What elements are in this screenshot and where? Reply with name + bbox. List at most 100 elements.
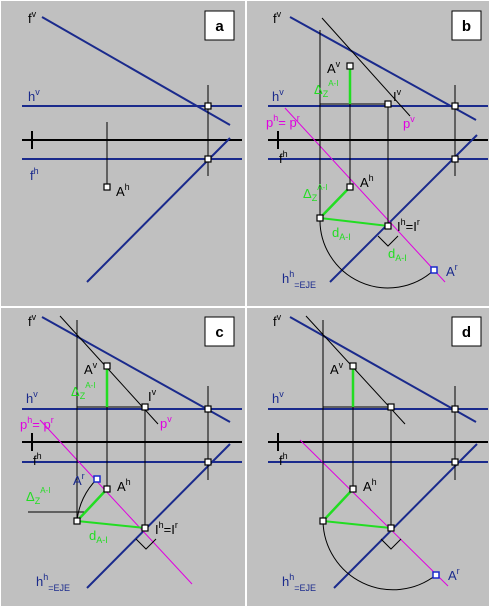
label-d-ai: dA-I — [332, 225, 351, 242]
point-marker — [103, 485, 111, 493]
point-marker — [387, 524, 395, 532]
point-marker-rotated — [430, 266, 438, 274]
label-hh-eje: hh=EJE — [282, 572, 316, 593]
panel-letter-box — [204, 316, 235, 347]
label-hv: hv — [28, 87, 40, 104]
point-marker — [451, 102, 459, 110]
label-d-ai: dA-I — [89, 528, 108, 545]
right-angle-mark — [377, 235, 399, 247]
true-length-segment — [322, 520, 392, 529]
label-ah: Ah — [117, 477, 131, 494]
panel-letter-box — [204, 10, 235, 41]
label-av: Av — [84, 360, 98, 377]
point-marker — [316, 214, 324, 222]
panel-letter-box — [451, 10, 482, 41]
label-hv: hv — [272, 87, 284, 104]
label-hh-eje: hh=EJE — [36, 572, 70, 593]
point-marker — [204, 458, 212, 466]
label-delta-z: ΔZA-I — [26, 486, 50, 506]
point-marker — [451, 155, 459, 163]
panel-d: d fv Av hv fh Ah hh=EJE Ar — [268, 312, 488, 593]
panel-a: a fv hv fh Ah — [22, 9, 242, 283]
delta-z-segment — [319, 186, 351, 219]
point-marker — [346, 183, 354, 191]
point-marker — [451, 405, 459, 413]
point-marker — [73, 517, 81, 525]
right-angle-mark — [380, 538, 402, 550]
point-marker-rotated — [432, 571, 440, 579]
label-fv: fv — [28, 312, 37, 329]
label-fv: fv — [28, 9, 37, 26]
fv-line — [289, 16, 477, 121]
true-length-segment — [319, 217, 389, 227]
label-av: Av — [327, 59, 341, 76]
ph-pr-line — [39, 419, 193, 585]
label-pv: pv — [403, 114, 415, 131]
label-fh: fh — [279, 451, 288, 468]
panel-b: b fv Av ΔZA-I hv Iv pv ph= pr fh — [266, 9, 488, 290]
ph-pr-line — [299, 439, 449, 587]
label-ph-pr: ph= pr — [20, 415, 54, 432]
label-fv: fv — [273, 9, 282, 26]
label-delta-z: ΔZA-I — [314, 79, 338, 99]
label-fh: fh — [279, 149, 288, 166]
panel-letter: d — [462, 324, 471, 341]
delta-z-segment — [322, 488, 354, 522]
panel-letter: b — [462, 18, 471, 35]
pv-line — [321, 17, 411, 117]
label-iv: Iv — [393, 87, 402, 104]
point-marker — [387, 403, 395, 411]
label-pv: pv — [160, 414, 172, 431]
point-marker — [204, 155, 212, 163]
point-marker — [204, 405, 212, 413]
point-marker-rotated — [93, 475, 101, 483]
panel-c: c fv Av ΔZA-I hv Iv pv ph= pr — [20, 312, 242, 593]
label-iv: Iv — [148, 387, 157, 404]
fv-line — [41, 316, 231, 423]
label-fh: fh — [33, 451, 42, 468]
point-marker — [384, 100, 392, 108]
panel-letter-box — [451, 316, 482, 347]
label-d-ai: dA-I — [388, 246, 407, 263]
point-marker — [103, 183, 111, 191]
label-ph-pr: ph= pr — [266, 113, 300, 130]
label-ih-ir: Ih=Ir — [397, 217, 420, 234]
label-ah: Ah — [116, 182, 130, 199]
label-ar: Ar — [73, 471, 85, 488]
point-marker — [141, 524, 149, 532]
point-marker — [349, 362, 357, 370]
ph-pr-line — [284, 107, 446, 283]
label-hv: hv — [26, 389, 38, 406]
point-marker — [103, 362, 111, 370]
true-length-segment — [76, 520, 146, 529]
horizontal-trace-line — [333, 443, 478, 589]
label-hv: hv — [272, 389, 284, 406]
panel-letter: a — [215, 18, 224, 35]
label-ah: Ah — [360, 173, 374, 190]
label-ih-ir: Ih=Ir — [155, 520, 178, 537]
rotation-arc — [319, 217, 435, 289]
point-marker — [451, 458, 459, 466]
fv-line — [289, 316, 477, 423]
label-hh-eje: hh=EJE — [282, 269, 316, 290]
label-delta-z: ΔZA-I — [303, 183, 327, 203]
label-delta-z: ΔZA-I — [71, 381, 95, 401]
point-marker — [204, 102, 212, 110]
point-marker — [349, 485, 357, 493]
label-fv: fv — [273, 312, 282, 329]
panel-letter: c — [215, 324, 223, 341]
label-av: Av — [330, 360, 344, 377]
label-ar: Ar — [448, 566, 460, 583]
horizontal-trace-line — [86, 443, 231, 589]
rotation-arc — [322, 520, 437, 591]
point-marker — [319, 517, 327, 525]
label-ah: Ah — [363, 477, 377, 494]
delta-z-segment — [76, 488, 108, 522]
right-angle-mark — [135, 538, 157, 550]
label-fh: fh — [30, 166, 39, 183]
point-marker — [346, 62, 354, 70]
point-marker — [384, 222, 392, 230]
point-marker — [141, 403, 149, 411]
label-ar: Ar — [446, 262, 458, 279]
